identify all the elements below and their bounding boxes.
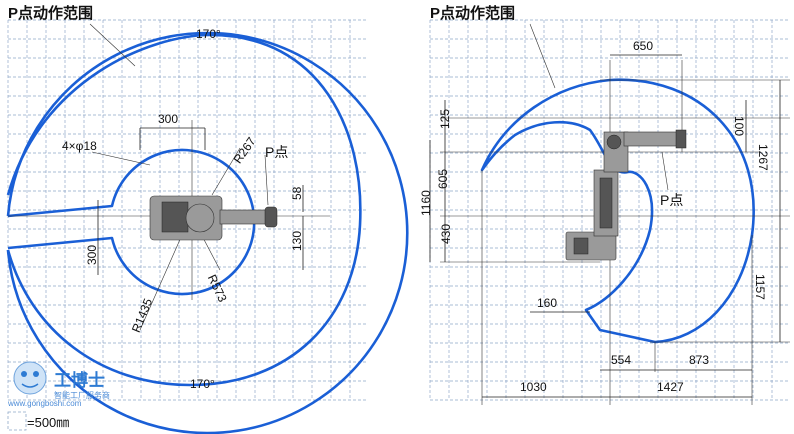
watermark-logo: 工博士 智能工厂服务商 www.gongboshi.com xyxy=(7,361,110,408)
right-d1427-label: 1427 xyxy=(657,380,684,394)
watermark-brand: 工博士 xyxy=(54,370,105,390)
right-leader-title xyxy=(529,23,556,89)
right-d1030-label: 1030 xyxy=(520,380,547,394)
left-leader-p xyxy=(264,154,269,206)
left-r1435-label: R1435 xyxy=(129,296,155,334)
left-dim-300-side-label: 300 xyxy=(85,245,99,265)
right-robot-sideview xyxy=(565,129,687,261)
legend-scale-square xyxy=(7,411,27,431)
left-leader-hole xyxy=(91,151,151,166)
left-leader-title xyxy=(89,23,136,67)
right-d605-label: 605 xyxy=(436,169,450,189)
right-leader-p xyxy=(661,151,669,191)
watermark-url: www.gongboshi.com xyxy=(7,399,82,408)
right-d430-label: 430 xyxy=(439,224,453,244)
left-robot-topview xyxy=(149,195,278,241)
right-d1160-label: 1160 xyxy=(419,190,433,216)
right-d125-label: 125 xyxy=(438,109,452,129)
left-range-outer-arc xyxy=(6,31,409,434)
left-p-point-label: P点 xyxy=(265,144,288,160)
left-title: P点动作范围 xyxy=(8,4,93,22)
left-leader-r267 xyxy=(211,147,241,196)
watermark-tagline: 智能工厂服务商 xyxy=(54,390,110,400)
left-dim-130-label: 130 xyxy=(290,231,304,251)
left-angle-top: 170° xyxy=(196,27,221,41)
right-d1267-label: 1267 xyxy=(756,144,770,171)
left-range-outer-top xyxy=(6,33,362,387)
left-dim-58-label: 58 xyxy=(290,186,304,200)
right-d100-label: 100 xyxy=(732,116,746,136)
left-r267-label: R267 xyxy=(231,134,259,166)
right-d873-label: 873 xyxy=(689,353,709,367)
left-leader-r1435 xyxy=(139,234,183,331)
right-d160-label: 160 xyxy=(537,296,557,310)
right-p-point-label: P点 xyxy=(660,192,683,208)
mascot-icon xyxy=(13,361,47,395)
right-d554-label: 554 xyxy=(611,353,631,367)
right-d1157-label: 1157 xyxy=(753,274,767,300)
right-d650-label: 650 xyxy=(633,39,653,53)
right-title: P点动作范围 xyxy=(430,4,515,22)
left-angle-bottom: 170° xyxy=(190,377,215,391)
left-hole-label: 4×φ18 xyxy=(62,139,97,153)
left-dim-300-top-label: 300 xyxy=(158,112,178,126)
legend-scale-label: =500㎜ xyxy=(27,415,69,430)
